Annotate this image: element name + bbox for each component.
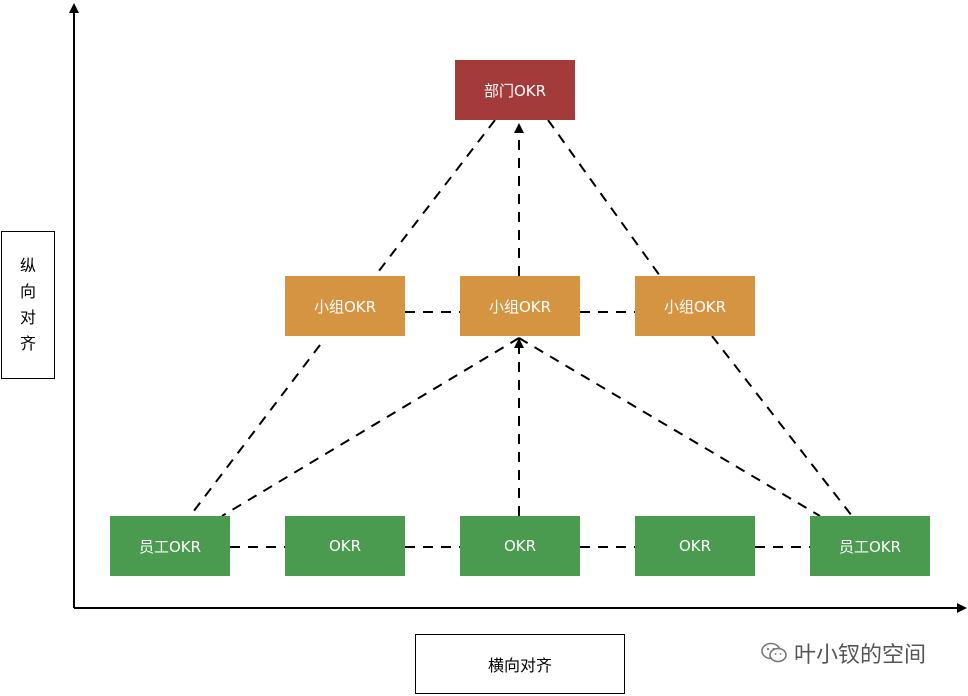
link-team2-emp5 [518, 337, 821, 517]
team-okr-label-3: 小组OKR [663, 297, 727, 316]
vertical-alignment-text: 纵向对齐 [19, 256, 36, 353]
wechat-icon [760, 641, 788, 665]
employee-okr-box-2: OKR [285, 516, 405, 576]
employee-okr-box-3: OKR [460, 516, 580, 576]
link-team3-emp5 [711, 335, 853, 517]
employee-okr-label-4: OKR [678, 537, 712, 555]
link-dept-team3 [547, 119, 661, 277]
vertical-alignment-label: 纵向对齐 [1, 231, 55, 379]
employee-okr-label-5: 员工OKR [838, 537, 902, 556]
horizontal-alignment-text: 横向对齐 [487, 656, 552, 675]
dept-okr-box: 部门OKR [455, 60, 575, 120]
employee-okr-label-1: 员工OKR [138, 537, 202, 556]
horizontal-alignment-label: 横向对齐 [415, 634, 625, 694]
employee-okr-label-3: OKR [503, 537, 537, 555]
employee-okr-box-1: 员工OKR [110, 516, 230, 576]
team-okr-label-2: 小组OKR [488, 297, 552, 316]
watermark-text: 叶小钗的空间 [794, 643, 927, 668]
team-okr-box-2: 小组OKR [460, 276, 580, 336]
watermark: 叶小钗的空间 [760, 640, 927, 668]
team-okr-box-3: 小组OKR [635, 276, 755, 336]
link-team2-emp1 [221, 337, 520, 517]
link-dept-team1 [374, 119, 496, 277]
team-okr-box-1: 小组OKR [285, 276, 405, 336]
link-team1-emp1 [189, 344, 321, 517]
employee-okr-label-2: OKR [328, 537, 362, 555]
employee-okr-box-4: OKR [635, 516, 755, 576]
dept-okr-label: 部门OKR [483, 81, 547, 100]
team-okr-label-1: 小组OKR [313, 297, 377, 316]
employee-okr-box-5: 员工OKR [810, 516, 930, 576]
